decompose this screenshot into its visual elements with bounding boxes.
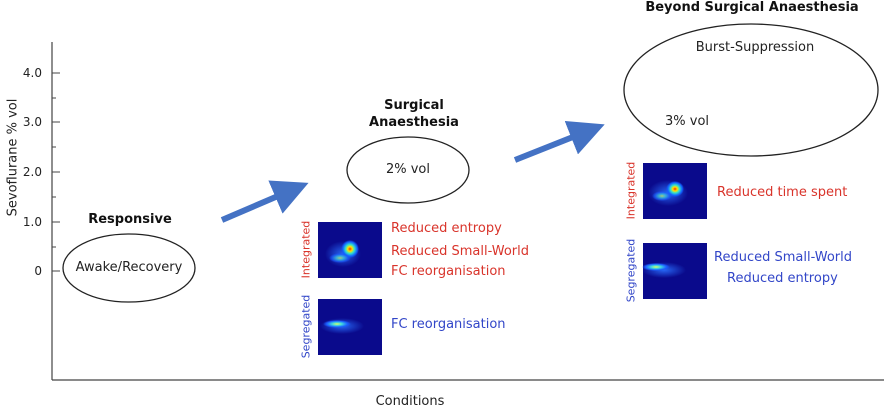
responsive-heading: Responsive	[88, 212, 172, 227]
beyond-integrated-label: Integrated	[624, 161, 638, 220]
burst-suppression-ellipse	[623, 23, 879, 157]
awake-recovery-label: Awake/Recovery	[75, 260, 183, 275]
burst-suppression-label: Burst-Suppression	[695, 40, 815, 55]
surgical-segregated-label: Segregated	[299, 294, 313, 359]
transition-arrow-1	[220, 180, 309, 223]
y-tick-label: 2.0	[22, 165, 42, 179]
surgical-dose-ellipse	[346, 136, 470, 204]
surgical-heading-line2: Anaesthesia	[369, 115, 459, 130]
transition-arrow-2	[513, 120, 605, 163]
surgical-integrated-finding: Reduced entropy	[391, 221, 502, 236]
heatmap-beyond-segregated	[642, 243, 707, 299]
heatmap-surgical-segregated	[318, 299, 382, 355]
y-tick-label: 1.0	[22, 215, 42, 229]
y-axis-label: Sevoflurane % vol	[5, 98, 21, 217]
surgical-heading-line1: Surgical	[384, 98, 444, 113]
beyond-segregated-finding: Reduced entropy	[727, 271, 838, 286]
heatmap-surgical-integrated	[318, 222, 382, 278]
beyond-heading: Beyond Surgical Anaesthesia	[645, 0, 859, 15]
x-axis-label: Conditions	[375, 394, 445, 409]
surgical-segregated-finding: FC reorganisation	[391, 317, 506, 332]
beyond-dose-label: 3% vol	[665, 114, 710, 129]
heatmap-beyond-integrated	[643, 163, 707, 219]
surgical-integrated-finding: Reduced Small-World	[391, 244, 529, 259]
beyond-segregated-label: Segregated	[624, 238, 638, 303]
y-tick-label: 4.0	[22, 66, 42, 80]
awake-ellipse	[62, 233, 196, 303]
surgical-integrated-finding: FC reorganisation	[391, 264, 506, 279]
beyond-segregated-finding: Reduced Small-World	[714, 250, 852, 265]
beyond-integrated-finding: Reduced time spent	[717, 185, 848, 200]
surgical-dose-label: 2% vol	[385, 162, 430, 177]
y-tick-label: 0	[34, 264, 42, 278]
surgical-integrated-label: Integrated	[299, 220, 313, 279]
y-tick-label: 3.0	[22, 115, 42, 129]
